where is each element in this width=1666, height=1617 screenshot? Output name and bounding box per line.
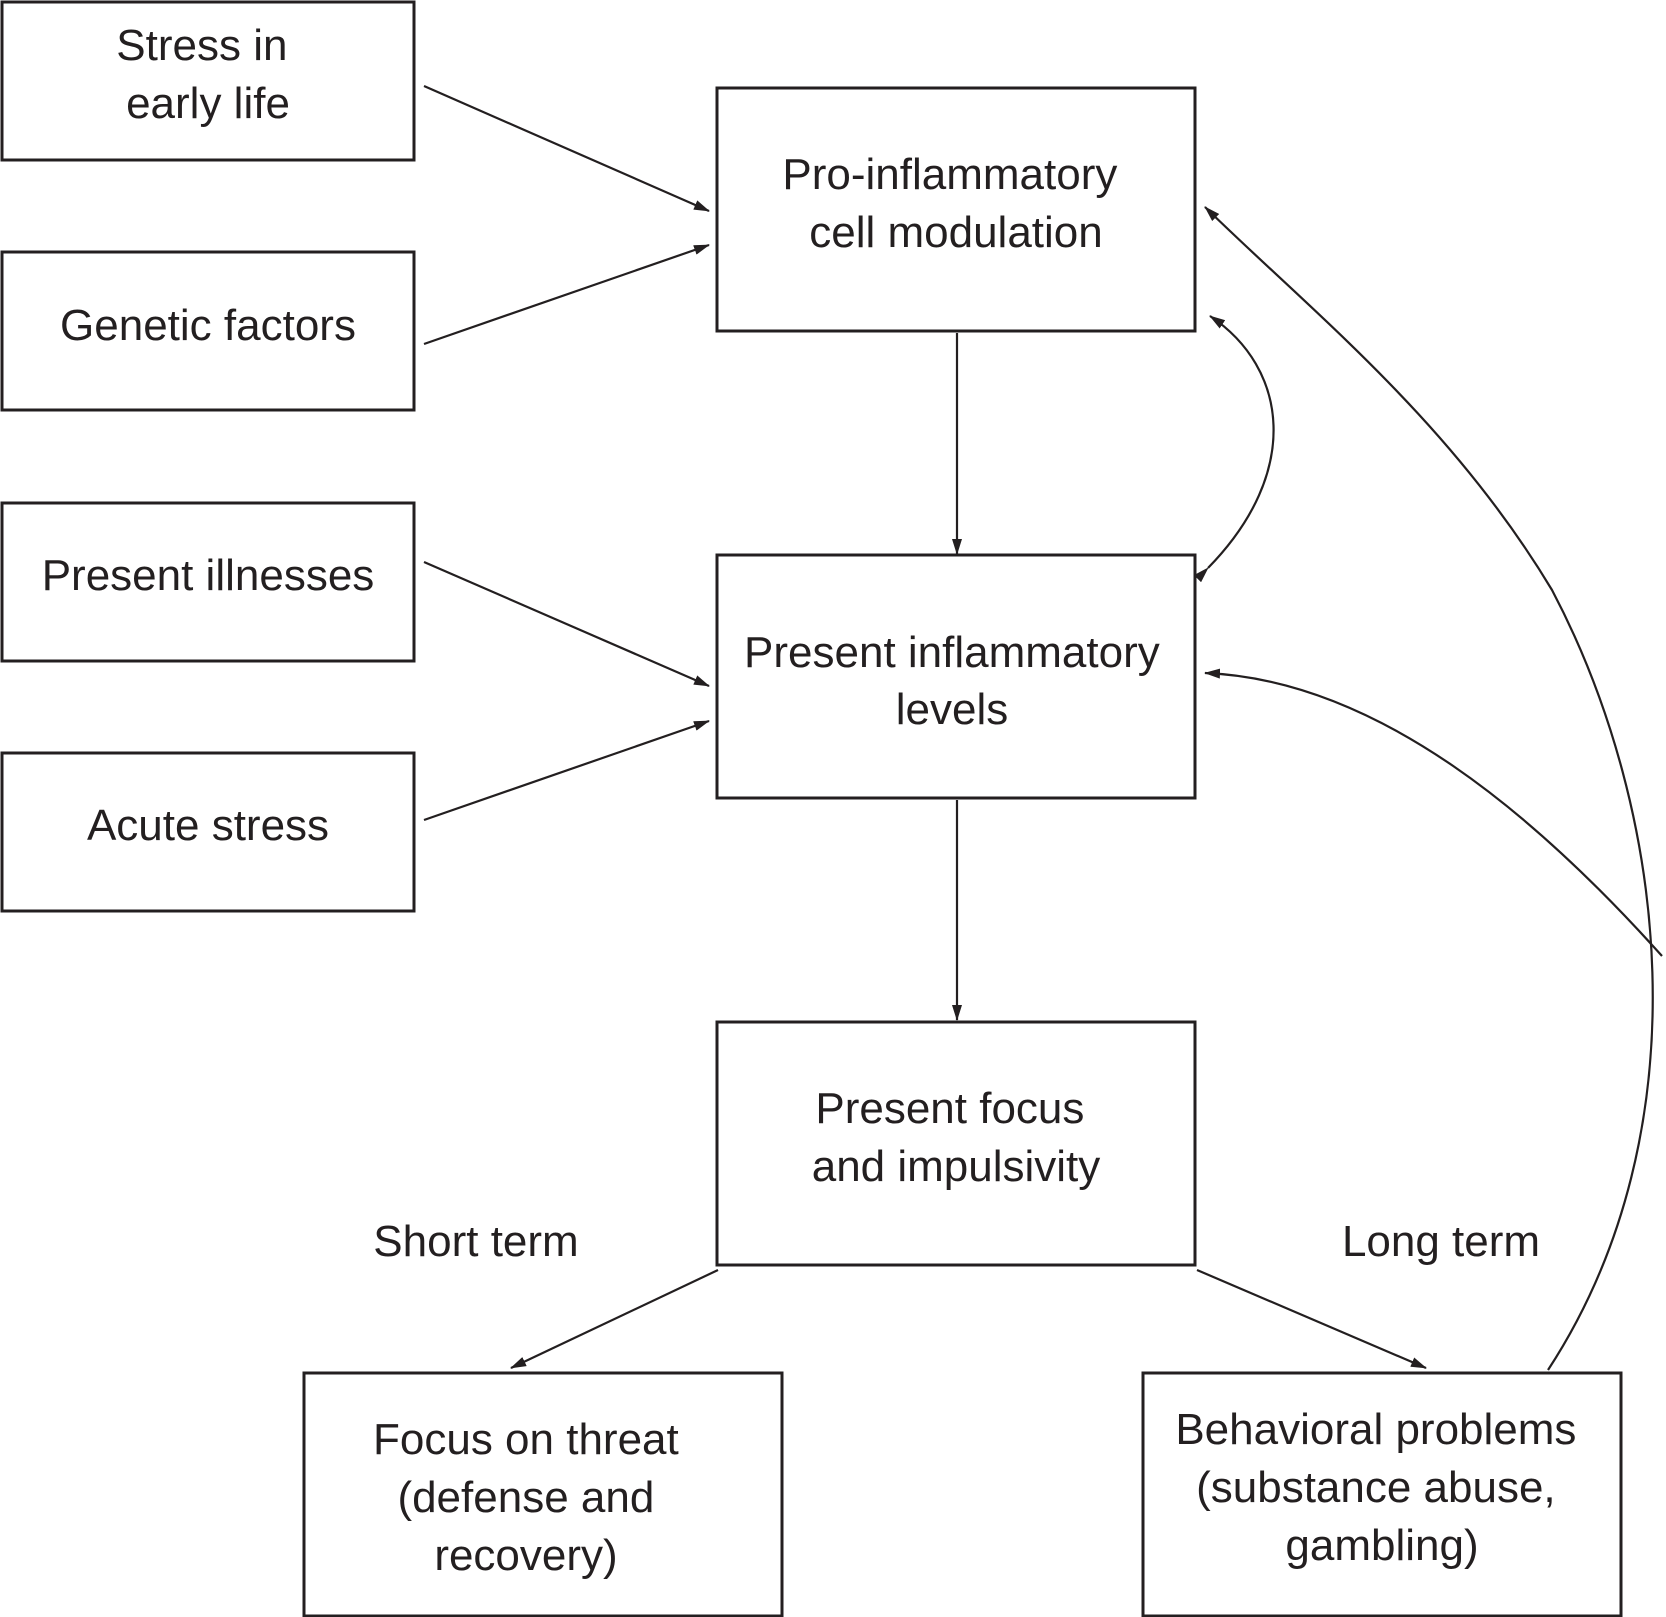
node-stress-early-life: Stress in early life: [0, 0, 416, 162]
genetic-factors-label: Genetic factors: [60, 301, 356, 350]
acute-stress-label: Acute stress: [87, 801, 329, 850]
short-term-label: Short term: [373, 1217, 578, 1266]
arrow-acute-to-inflammatory: [423, 719, 710, 822]
arrow-behavioral-to-proinflammatory-feedback: [1204, 206, 1654, 1371]
proinflammatory-label: Pro-inflammatory cell modulation: [782, 150, 1129, 257]
node-present-focus-impulsivity: Present focus and impulsivity: [715, 1020, 1197, 1267]
arrow-focus-to-threat-short-term: [510, 1269, 719, 1369]
focus-on-threat-label: Focus on threat (defense and recovery): [373, 1415, 691, 1580]
arrow-genetic-to-proinflammatory: [423, 243, 710, 346]
node-proinflammatory-cell-modulation: Pro-inflammatory cell modulation: [715, 86, 1197, 333]
node-genetic-factors: Genetic factors: [0, 250, 416, 412]
arrow-illnesses-to-inflammatory: [423, 560, 710, 688]
arrow-stress-to-proinflammatory: [423, 84, 710, 213]
node-present-inflammatory-levels: Present inflammatory levels: [715, 553, 1197, 800]
node-acute-stress: Acute stress: [0, 751, 416, 913]
present-focus-label: Present focus and impulsivity: [812, 1084, 1101, 1191]
node-present-illnesses: Present illnesses: [0, 501, 416, 663]
behavioral-problems-label: Behavioral problems (substance abuse, ga…: [1175, 1405, 1588, 1570]
long-term-label: Long term: [1342, 1217, 1540, 1266]
node-behavioral-problems: Behavioral problems (substance abuse, ga…: [1141, 1371, 1623, 1617]
inflammatory-levels-label: Present inflammatory levels: [744, 628, 1172, 734]
stress-early-life-label: Stress in early life: [116, 21, 299, 128]
arrow-bidirectional-proinflammatory-inflammatory: [1193, 315, 1275, 583]
arrow-feedback-to-inflammatory: [1204, 668, 1663, 957]
present-illnesses-label: Present illnesses: [42, 551, 375, 600]
arrow-focus-to-behavioral-long-term: [1196, 1268, 1427, 1370]
node-focus-on-threat: Focus on threat (defense and recovery): [302, 1371, 784, 1617]
